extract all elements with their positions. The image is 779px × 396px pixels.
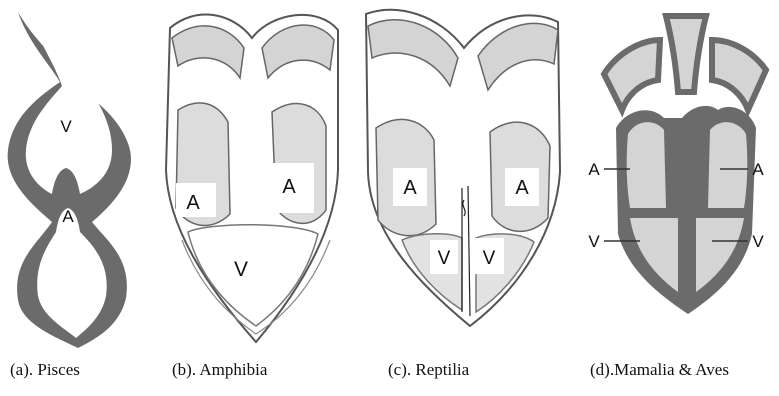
mammalia-vessel-center	[666, 16, 706, 92]
reptilia-label-v-left: V	[438, 248, 451, 269]
caption-reptilia: (c). Reptilia	[388, 360, 469, 380]
pisces-label-a: A	[62, 207, 74, 226]
mammalia-label-a-left: A	[588, 160, 600, 179]
caption-mammalia-aves: (d).Mamalia & Aves	[590, 360, 729, 380]
mammalia-vessel-right	[712, 40, 766, 110]
mammalia-aves-heart: A A V V	[588, 16, 766, 314]
pisces-heart: V A	[8, 12, 131, 348]
caption-pisces: (a). Pisces	[10, 360, 80, 380]
caption-amphibia: (b). Amphibia	[172, 360, 267, 380]
mammalia-label-v-right: V	[752, 232, 764, 251]
amphibia-label-a-left: A	[186, 192, 200, 214]
amphibia-ventricle	[188, 225, 318, 326]
reptilia-label-a-left: A	[403, 177, 417, 199]
amphibia-heart: A A V	[166, 15, 338, 342]
mammalia-left-atrium	[627, 122, 666, 208]
mammalia-label-a-right: A	[752, 160, 764, 179]
amphibia-label-v: V	[234, 258, 248, 281]
pisces-label-v: V	[60, 117, 72, 136]
reptilia-heart: A A V V	[366, 10, 560, 326]
mammalia-right-atrium	[708, 122, 747, 208]
mammalia-label-v-left: V	[588, 232, 600, 251]
reptilia-label-v-right: V	[483, 248, 496, 269]
reptilia-label-a-right: A	[515, 177, 529, 199]
mammalia-vessel-left	[604, 40, 660, 110]
amphibia-label-a-right: A	[282, 176, 296, 198]
